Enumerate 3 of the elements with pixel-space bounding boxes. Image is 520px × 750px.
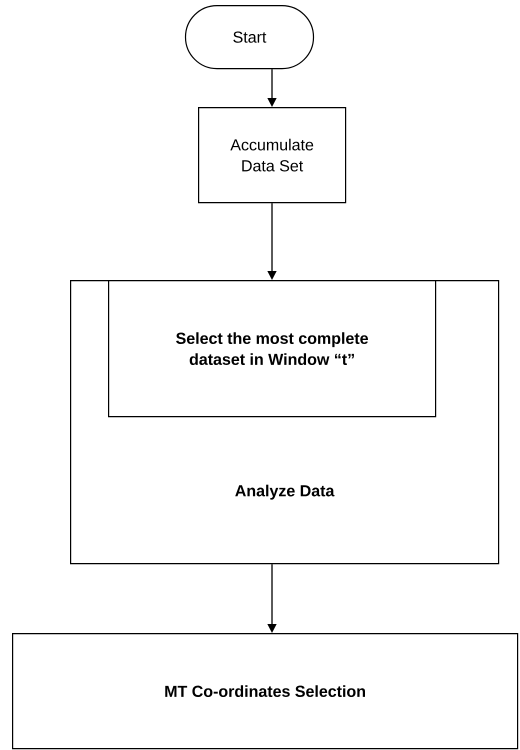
- process-box: Select the most complete dataset in Window “t”: [108, 280, 436, 418]
- process-box: MT Co-ordinates Selection: [12, 633, 518, 750]
- process-box: Accumulate Data Set: [198, 107, 346, 204]
